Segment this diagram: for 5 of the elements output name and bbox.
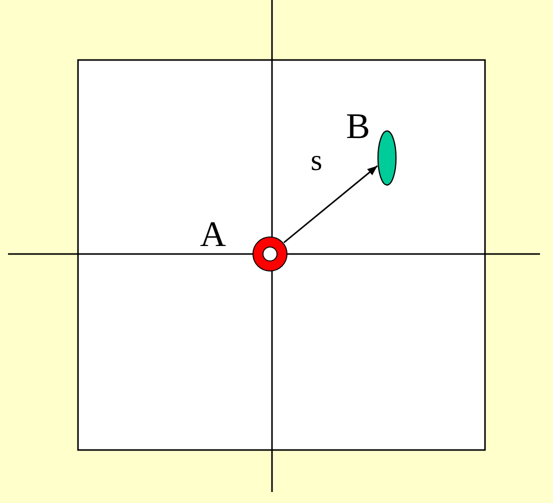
arrow [283, 165, 378, 244]
point-label: A [200, 216, 226, 252]
ring-marker [252, 236, 288, 272]
ellipse-marker [377, 130, 397, 186]
point-label: B [346, 108, 370, 144]
